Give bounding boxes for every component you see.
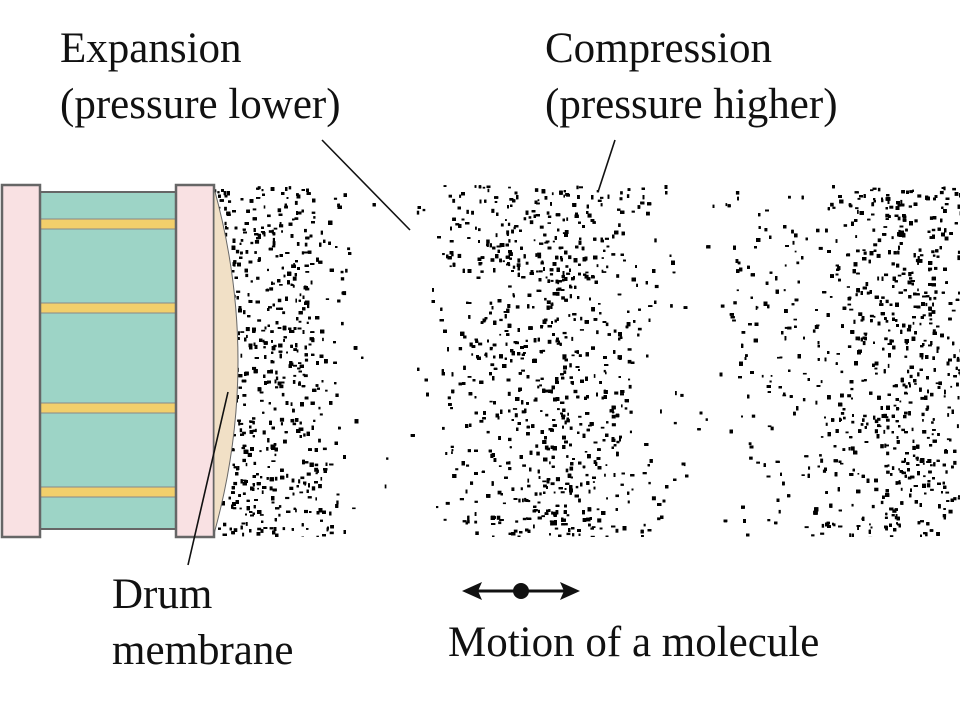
drum-ring-2 — [40, 303, 176, 313]
air-particle-column — [214, 185, 960, 541]
compression-leader-line — [598, 140, 615, 192]
drum-label: Drum — [112, 572, 212, 618]
molecule-motion-label: Motion of a molecule — [448, 620, 819, 666]
membrane-label: membrane — [112, 628, 293, 674]
double-headed-arrow-with-dot-icon — [462, 582, 580, 600]
drum — [2, 185, 238, 537]
expansion-leader-line — [322, 140, 410, 230]
drum-ring-4 — [40, 487, 176, 497]
drum-right-frame — [176, 185, 214, 537]
drum-ring-3 — [40, 403, 176, 413]
expansion-label: Expansion — [60, 26, 242, 72]
compression-pressure-label: (pressure higher) — [545, 82, 838, 128]
drum-left-frame — [2, 185, 40, 537]
drum-body — [40, 192, 176, 529]
compression-label: Compression — [545, 26, 772, 72]
drum-ring-1 — [40, 219, 176, 229]
expansion-pressure-label: (pressure lower) — [60, 82, 341, 128]
